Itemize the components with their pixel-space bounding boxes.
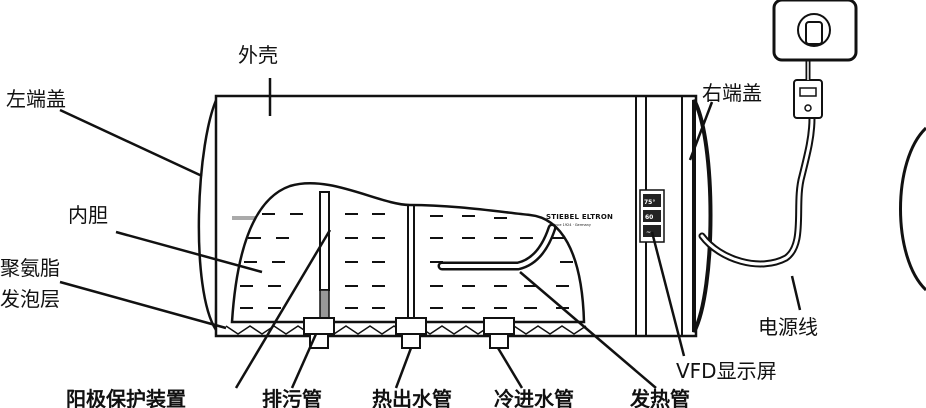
anode-rod xyxy=(319,191,330,321)
brand-name: STIEBEL ELTRON xyxy=(546,213,613,221)
left-end-cap xyxy=(197,95,220,335)
labels: 外壳 左端盖 右端盖 内胆 聚氨脂 发泡层 电源线 VFD显示屏 阳极保护装置 … xyxy=(0,43,818,408)
bottom-fittings xyxy=(303,317,515,349)
water-dashes xyxy=(240,213,573,309)
right-end-cap xyxy=(692,99,713,333)
power-cord xyxy=(698,0,858,268)
label-foam-line2: 发泡层 xyxy=(0,287,60,311)
vfd-temp: 75° xyxy=(644,199,655,206)
label-drain: 排污管 xyxy=(262,387,322,408)
vfd-mode: 60 xyxy=(645,214,653,221)
label-heater: 发热管 xyxy=(629,387,690,408)
label-foam-line1: 聚氨脂 xyxy=(0,256,60,280)
heating-element xyxy=(437,223,557,271)
label-cold-in: 冷进水管 xyxy=(494,387,574,408)
partial-arc xyxy=(899,126,926,292)
label-shell: 外壳 xyxy=(238,43,278,67)
leader-lines xyxy=(59,78,802,389)
label-vfd-display: VFD显示屏 xyxy=(676,359,777,383)
label-power-cord: 电源线 xyxy=(758,315,818,339)
brand-badge: STIEBEL ELTRON Since 1924 · Germany xyxy=(546,213,613,227)
label-anode: 阳极保护装置 xyxy=(66,387,186,408)
vfd-wave-icon: ~ xyxy=(646,229,651,236)
label-right-cap: 右端盖 xyxy=(702,81,762,105)
label-inner-tank: 内胆 xyxy=(68,203,108,227)
label-left-cap: 左端盖 xyxy=(6,87,66,111)
power-plug-box xyxy=(793,79,823,119)
label-hot-out: 热出水管 xyxy=(372,387,452,408)
brand-subtitle: Since 1924 · Germany xyxy=(552,223,591,227)
hot-outlet-pipe xyxy=(407,206,415,322)
